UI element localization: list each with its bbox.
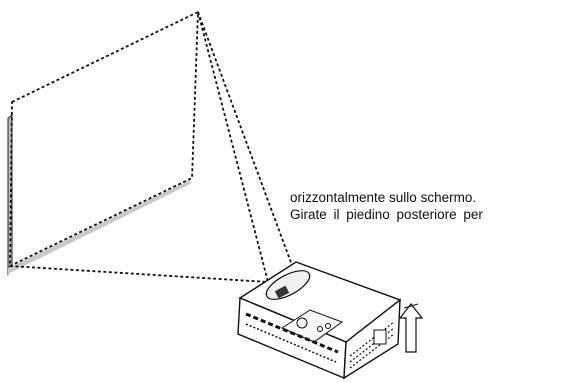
caption-line-2: Girate il piedino posteriore per [290, 207, 483, 222]
screen-outline [9, 10, 199, 268]
front-ports [245, 312, 339, 354]
screen-bottom-shading [8, 180, 190, 274]
beam-left-edge [9, 265, 269, 283]
projection-screen [7, 10, 199, 276]
projection-beam [9, 11, 297, 283]
beam-center-edge [197, 11, 269, 283]
beam-right-edge [197, 11, 297, 277]
side-vents [349, 321, 395, 369]
control-button [325, 323, 331, 329]
front-vents [245, 323, 337, 363]
tilt-arrow-icon [398, 303, 424, 353]
caption-line-1: orizzontalmente sullo schermo. [290, 190, 477, 205]
control-button [317, 326, 323, 332]
projector-side [343, 298, 401, 380]
lens-tab [274, 285, 290, 299]
rear-panel [373, 329, 387, 345]
projector [237, 261, 402, 380]
control-dial [296, 317, 308, 329]
control-panel [280, 309, 344, 343]
